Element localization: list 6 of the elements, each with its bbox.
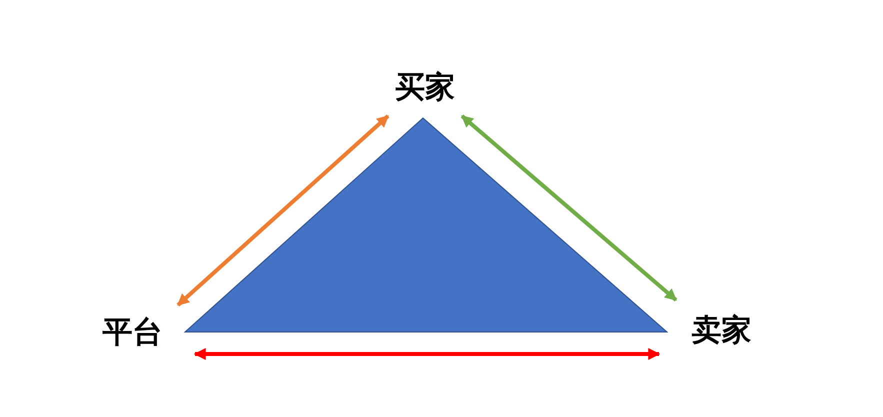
node-label: 卖家 xyxy=(692,312,752,350)
double-arrow xyxy=(194,348,660,360)
node-label: 买家 xyxy=(395,68,455,106)
node-label: 平台 xyxy=(102,314,162,352)
double-arrow xyxy=(176,114,390,306)
double-arrow xyxy=(460,114,678,302)
